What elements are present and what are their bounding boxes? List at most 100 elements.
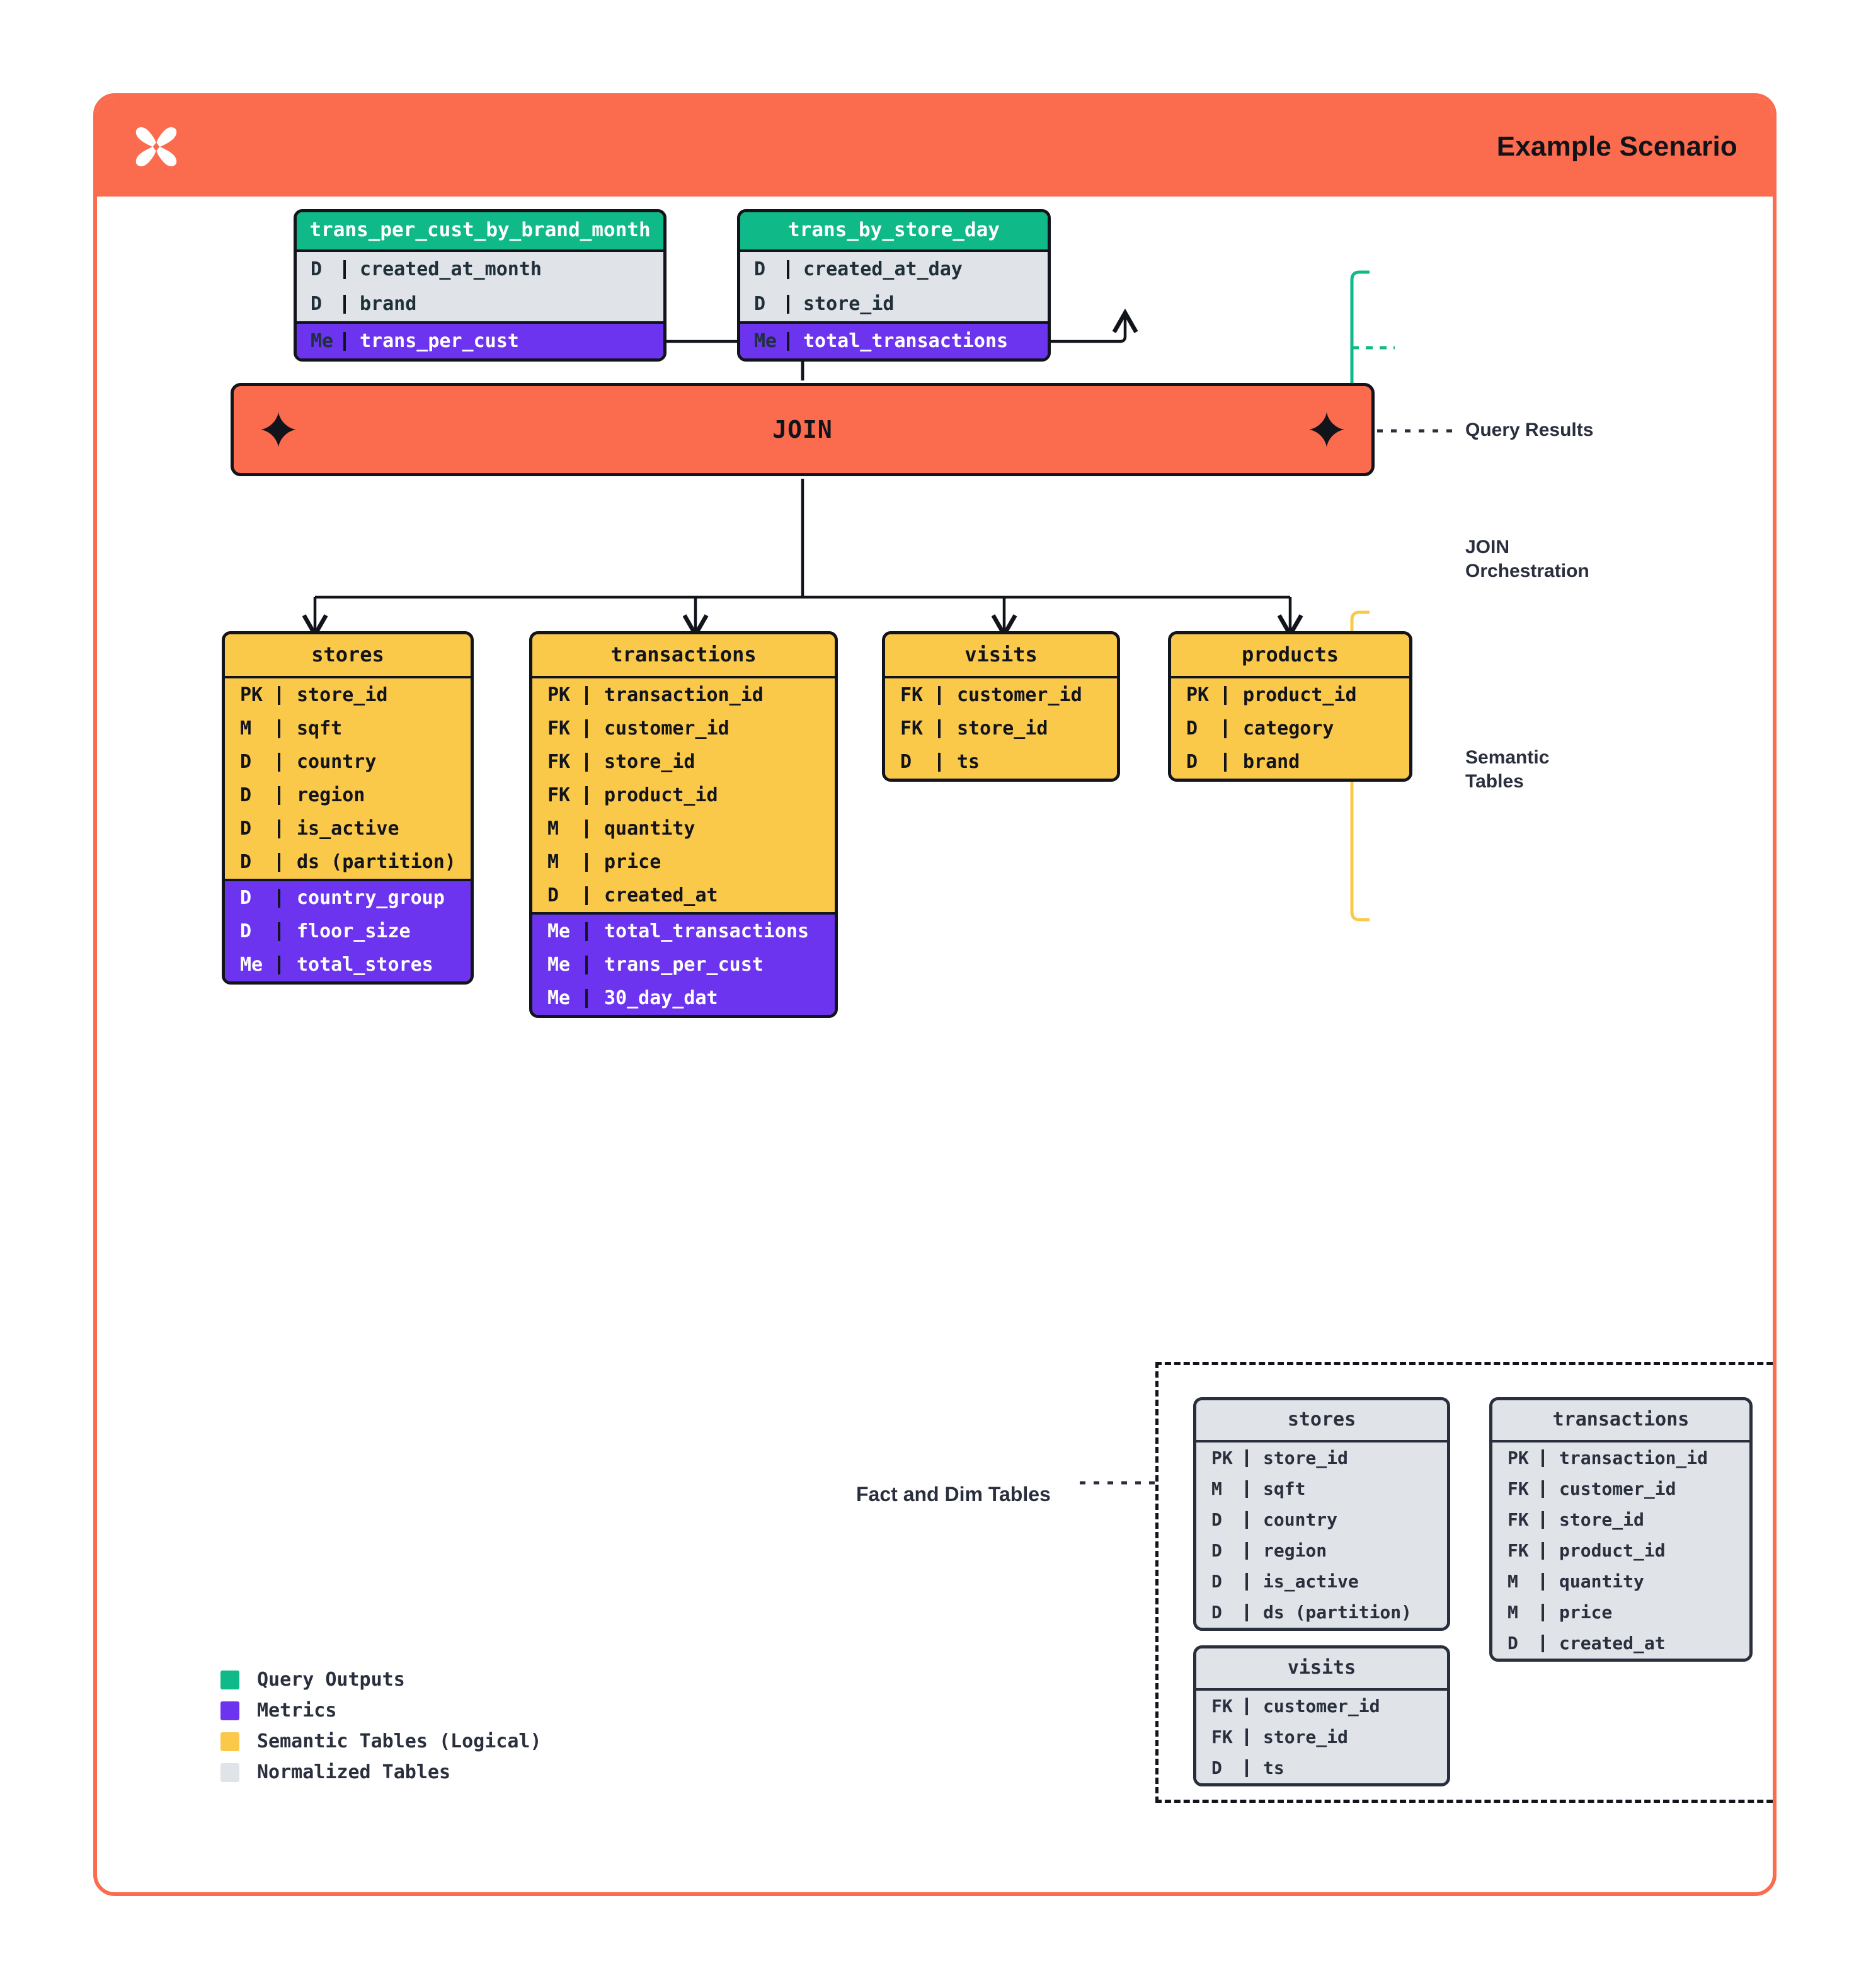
field-name: brand [1224, 753, 1409, 772]
field-name: price [1542, 1604, 1749, 1621]
legend-item: Semantic Tables (Logical) [220, 1732, 542, 1751]
field-name: created_at_month [343, 260, 663, 279]
field-name: customer_id [1542, 1480, 1749, 1498]
field-key: D [1508, 1633, 1518, 1654]
legend-swatch-metrics [220, 1701, 239, 1720]
table-row: Me total_transactions [740, 324, 1048, 358]
field-key: D [240, 920, 252, 942]
field-key: Me [311, 330, 334, 352]
field-name: category [1224, 719, 1409, 738]
field-key: PK [1186, 684, 1210, 706]
sparkle-icon [261, 412, 296, 447]
annotation-line-1: JOIN [1465, 537, 1510, 557]
field-key: FK [900, 684, 924, 706]
field-name: ds (partition) [278, 853, 471, 872]
field-name: ts [1245, 1759, 1447, 1777]
table-row: D store_id [740, 287, 1048, 321]
field-key: FK [1508, 1540, 1529, 1561]
field-key: D [547, 884, 559, 906]
field-name: transaction_id [1542, 1449, 1749, 1467]
field-key: PK [240, 684, 263, 706]
annotation-line-2: Orchestration [1465, 561, 1589, 582]
legend: Query Outputs Metrics Semantic Tables (L… [220, 1671, 542, 1794]
field-name: store_id [1245, 1449, 1447, 1467]
annotation-line-2: Tables [1465, 771, 1524, 792]
field-key: FK [1211, 1696, 1233, 1717]
field-name: product_id [585, 786, 835, 805]
table-title: transactions [1492, 1400, 1749, 1440]
butterfly-x-logo-icon [135, 127, 177, 166]
field-key: FK [547, 717, 571, 740]
field-name: ds (partition) [1245, 1604, 1447, 1621]
legend-label: Metrics [257, 1700, 337, 1722]
field-key: Me [547, 920, 571, 942]
annotation-join-orchestration: JOIN Orchestration [1465, 535, 1589, 584]
join-orchestration-bar[interactable]: JOIN [231, 383, 1375, 476]
header-bar: Example Scenario [97, 97, 1773, 197]
field-name: trans_per_cust [343, 332, 663, 351]
field-key: M [547, 851, 559, 873]
fact-and-dim-group [1155, 1362, 1773, 1803]
field-name: quantity [585, 820, 835, 838]
field-name: country [278, 753, 471, 772]
field-name: customer_id [938, 686, 1117, 705]
field-key: D [754, 293, 766, 315]
field-name: created_at [585, 886, 835, 905]
join-label: JOIN [772, 416, 833, 443]
table-row: FK store_id [1196, 1722, 1447, 1752]
field-name: country [1245, 1511, 1447, 1529]
field-key: D [311, 258, 323, 280]
query-result-table[interactable]: trans_per_cust_by_brand_month D created_… [294, 209, 667, 362]
field-name: trans_per_cust [585, 956, 835, 974]
field-key: M [240, 717, 252, 740]
query-result-table[interactable]: trans_by_store_day D created_at_day D st… [737, 209, 1051, 362]
field-key: FK [900, 717, 924, 740]
field-name: sqft [1245, 1480, 1447, 1498]
field-key: Me [754, 330, 777, 352]
field-key: M [1508, 1602, 1518, 1623]
field-key: FK [1211, 1727, 1233, 1747]
field-key: PK [547, 684, 571, 706]
table-row: FK customer_id [885, 678, 1117, 712]
legend-label: Semantic Tables (Logical) [257, 1730, 542, 1752]
legend-label: Query Outputs [257, 1669, 405, 1691]
legend-item: Metrics [220, 1701, 542, 1720]
field-key: D [1186, 717, 1198, 740]
table-row: D created_at_month [297, 252, 663, 287]
field-key: PK [1508, 1448, 1529, 1468]
field-key: D [1186, 751, 1198, 773]
field-key: D [1211, 1757, 1222, 1778]
field-name: quantity [1542, 1573, 1749, 1591]
field-name: customer_id [585, 719, 835, 738]
field-key: D [1211, 1602, 1222, 1623]
field-name: 30_day_dat [585, 989, 835, 1008]
field-name: store_id [1245, 1728, 1447, 1746]
